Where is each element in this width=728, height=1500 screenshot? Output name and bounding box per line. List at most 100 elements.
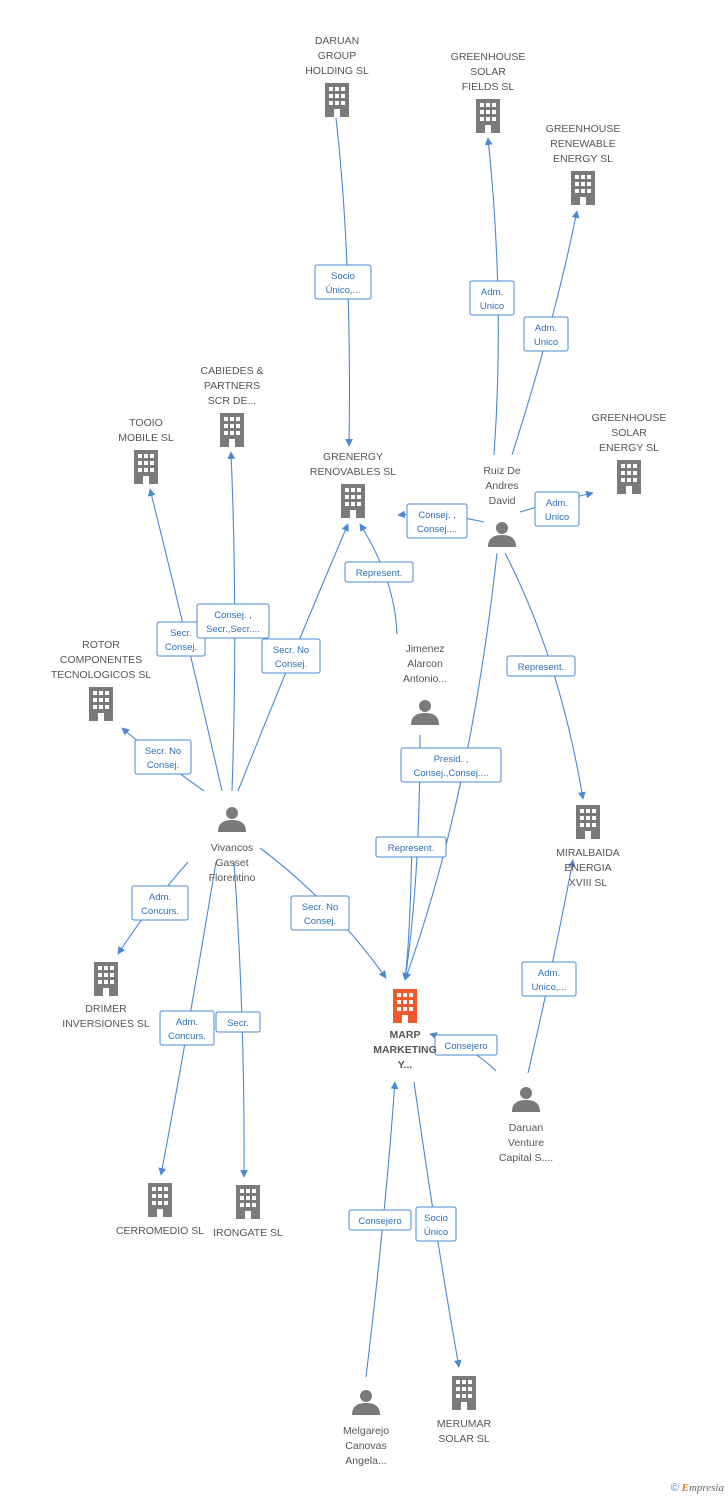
building-icon: [576, 805, 600, 839]
edge-label-text: Socio: [331, 271, 355, 282]
company-node[interactable]: CERROMEDIO SL: [116, 1183, 204, 1237]
edge-label-text: Concurs.: [141, 906, 179, 917]
company-node[interactable]: IRONGATE SL: [213, 1185, 283, 1239]
node-label: RENOVABLES SL: [310, 466, 396, 478]
edge-label-text: Consejero: [444, 1041, 487, 1052]
building-icon: [341, 484, 365, 518]
edge-label-box: [469, 280, 515, 316]
edge-label[interactable]: Consej. ,Consej....: [406, 503, 468, 539]
node-label: GREENHOUSE: [592, 412, 667, 424]
node-label: GREENHOUSE: [546, 123, 621, 135]
edge-label-text: Socio: [424, 1213, 448, 1224]
edge-label[interactable]: Presid. ,Consej.,Consej....: [400, 747, 502, 783]
edge-label[interactable]: Represent.: [506, 655, 576, 677]
edge-label-text: Unico: [534, 337, 558, 348]
node-label: DARUAN: [315, 35, 359, 47]
node-label: Y...: [398, 1059, 413, 1071]
edge-label-text: Consej.: [275, 659, 307, 670]
node-label: MOBILE SL: [118, 432, 174, 444]
edge-label-text: Adm.: [481, 287, 503, 298]
edge-label-box: [215, 1011, 261, 1033]
edge-label-text: Unico: [480, 301, 504, 312]
edge-label[interactable]: Adm.Unico: [534, 491, 580, 527]
building-icon: [220, 413, 244, 447]
building-icon: [89, 687, 113, 721]
node-label: Venture: [508, 1137, 544, 1149]
edge-label-box: [523, 316, 569, 352]
edge-label-text: Unico: [545, 512, 569, 523]
node-label: SOLAR: [611, 427, 647, 439]
edge-label[interactable]: Represent.: [344, 561, 414, 583]
edge-label-text: Consej....: [417, 524, 457, 535]
node-label: XVIII SL: [569, 877, 608, 889]
edge-label[interactable]: Secr. No Consej.: [261, 638, 321, 674]
copyright-icon: ©: [670, 1482, 679, 1494]
focus-company-node[interactable]: MARPMARKETINGY...: [373, 989, 437, 1071]
edge-label[interactable]: Adm.Unico,...: [521, 961, 577, 997]
node-label: COMPONENTES: [60, 654, 142, 666]
node-label: DRIMER: [85, 1003, 127, 1015]
edge-label-text: Represent.: [356, 568, 402, 579]
person-node[interactable]: MelgarejoCanovasAngela...: [343, 1390, 389, 1467]
person-icon: [488, 522, 516, 547]
edge-label[interactable]: Adm. Unico: [469, 280, 515, 316]
edge-label-box: [406, 503, 468, 539]
edge-label-text: Adm.: [149, 892, 171, 903]
edge-label-text: Consej.: [165, 642, 197, 653]
node-label: Florentino: [209, 872, 256, 884]
edge-label[interactable]: Adm. Concurs.: [131, 885, 189, 921]
node-label: Capital S....: [499, 1152, 553, 1164]
edge-label-text: Único,...: [326, 285, 361, 296]
node-label: SOLAR: [470, 66, 506, 78]
company-node[interactable]: TOOIO MOBILE SL: [118, 417, 174, 484]
edge-label[interactable]: Secr.: [215, 1011, 261, 1033]
node-label: Gasset: [215, 857, 248, 869]
node-label: SOLAR SL: [438, 1433, 490, 1445]
edge-label-text: Consej.: [304, 916, 336, 927]
edge-label[interactable]: Consejero: [434, 1034, 498, 1056]
edge-label[interactable]: SocioÚnico,...: [314, 264, 372, 300]
footer-brand[interactable]: © Empresia: [671, 1482, 724, 1494]
node-label: SCR DE...: [208, 395, 256, 407]
edge-label-box: [196, 603, 270, 639]
edge-label-text: Adm.: [538, 968, 560, 979]
edge-label-box: [348, 1209, 412, 1231]
edge-label[interactable]: Adm.Unico: [523, 316, 569, 352]
node-label: Melgarejo: [343, 1425, 389, 1437]
node-label: TOOIO: [129, 417, 163, 429]
node-label: RENEWABLE: [550, 138, 616, 150]
edge-line: [403, 552, 498, 981]
node-label: ENERGY SL: [599, 442, 659, 454]
company-node[interactable]: GRENERGY RENOVABLES SL: [310, 451, 396, 518]
edge-label[interactable]: Adm.Concurs.: [159, 1010, 215, 1046]
edge-label-box: [159, 1010, 215, 1046]
edge-label-text: Secr. No: [273, 645, 309, 656]
edge-label[interactable]: Represent.: [375, 836, 447, 858]
edge-label[interactable]: Secr.Consej.: [156, 621, 206, 657]
edge-label[interactable]: Consejero: [348, 1209, 412, 1231]
company-node[interactable]: GREENHOUSE SOLAR ENERGY SL: [592, 412, 667, 494]
person-node[interactable]: JimenezAlarconAntonio...: [403, 643, 447, 725]
edge-label-box: [415, 1206, 457, 1242]
node-label: GROUP: [318, 50, 357, 62]
person-icon: [512, 1087, 540, 1112]
edge-label-text: Represent.: [518, 662, 564, 673]
edge-label[interactable]: Consej. ,Secr.,Secr....: [196, 603, 270, 639]
node-label: IRONGATE SL: [213, 1227, 283, 1239]
node-label: GRENERGY: [323, 451, 383, 463]
edge-line: [404, 839, 413, 981]
